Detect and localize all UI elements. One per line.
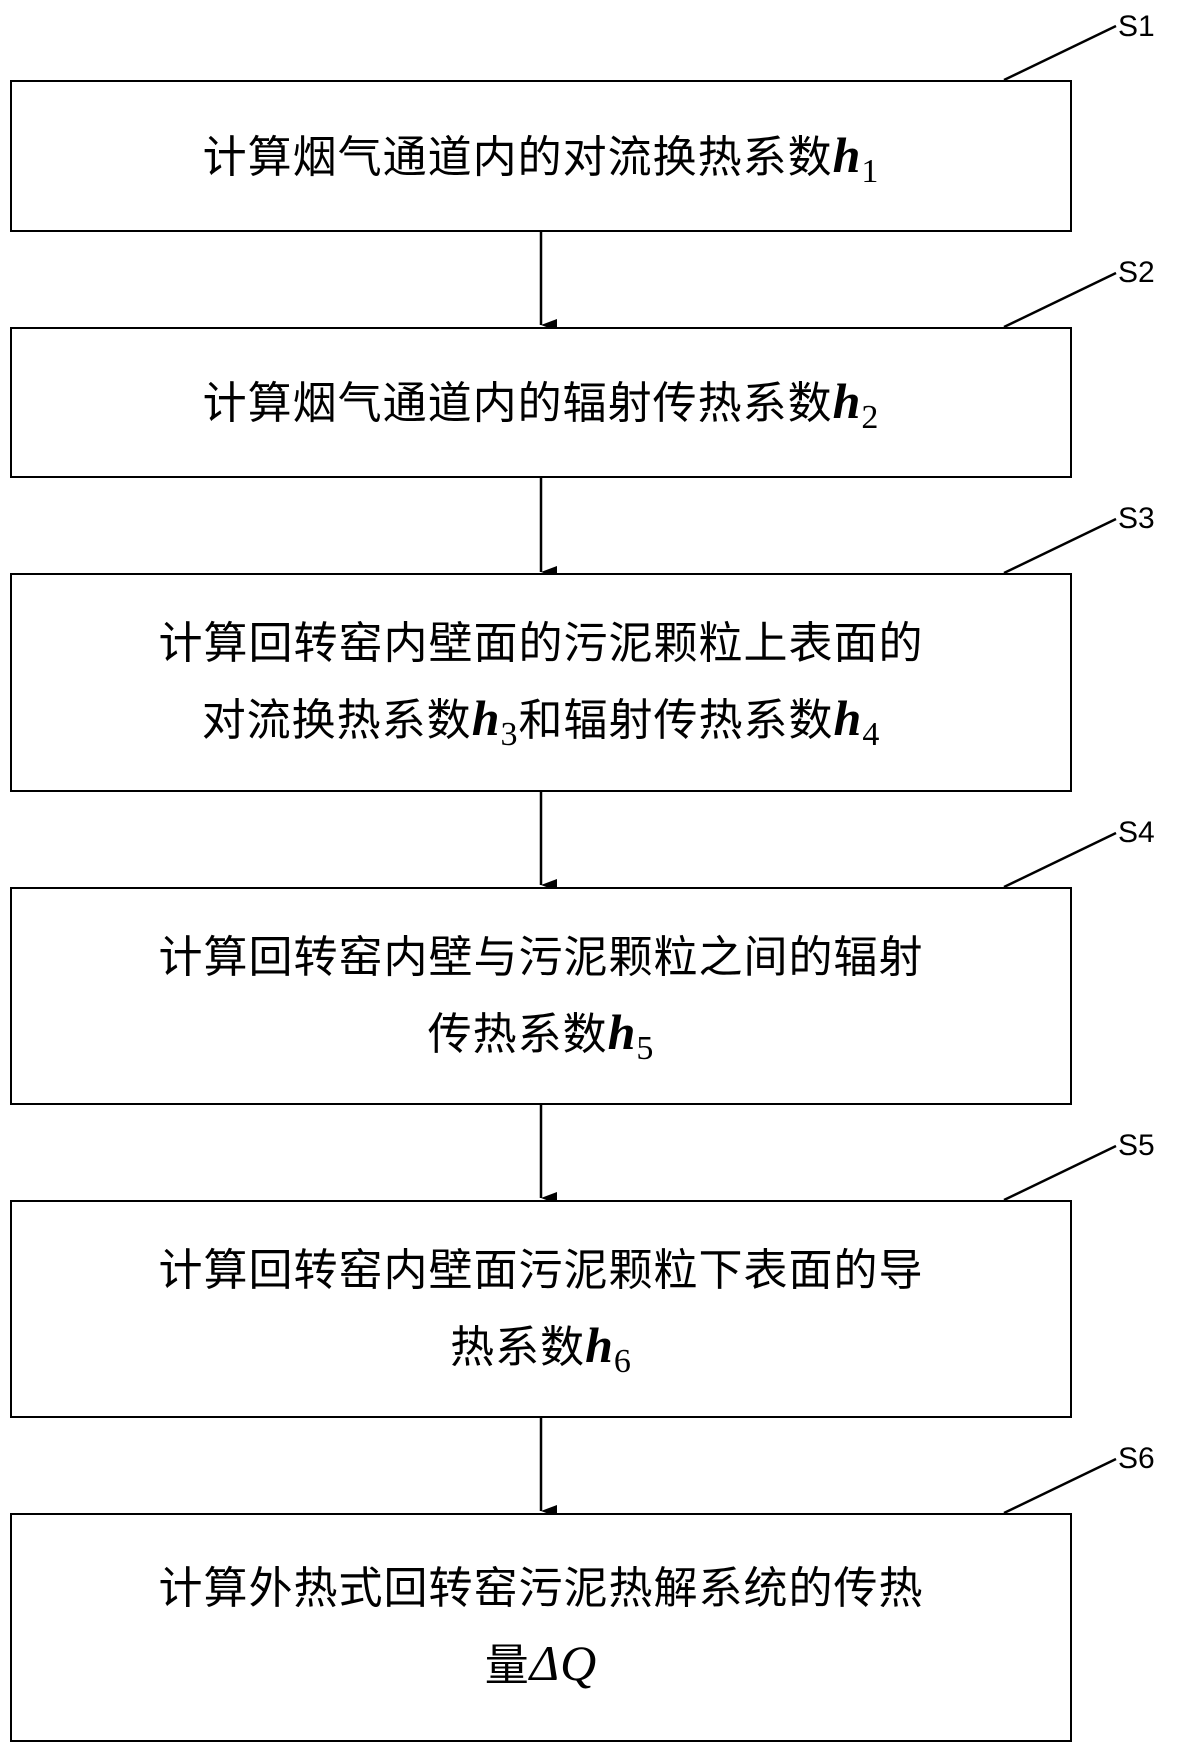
step-s6-line2: 量 xyxy=(484,1640,530,1691)
step-s3-line2: 对流换热系数 xyxy=(201,695,472,746)
step-box-s1: 计算烟气通道内的对流换热系数h1 xyxy=(10,80,1072,232)
step-s2-subscript: 2 xyxy=(861,399,880,436)
step-text-s4: 计算回转窑内壁与污泥颗粒之间的辐射 传热系数h5 xyxy=(41,921,1041,1072)
leader-line-s4 xyxy=(1003,831,1117,889)
step-s4-subscript: 5 xyxy=(636,1029,655,1067)
step-box-s6: 计算外热式回转窑污泥热解系统的传热 量ΔQ xyxy=(10,1513,1072,1742)
step-s2-variable: h xyxy=(832,373,862,429)
step-box-s2: 计算烟气通道内的辐射传热系数h2 xyxy=(10,327,1072,478)
step-box-s3: 计算回转窑内壁面的污泥颗粒上表面的 对流换热系数h3和辐射传热系数h4 xyxy=(10,573,1072,792)
step-s3-subscript-2: 4 xyxy=(862,716,881,753)
step-text-s3: 计算回转窑内壁面的污泥颗粒上表面的 对流换热系数h3和辐射传热系数h4 xyxy=(41,607,1041,758)
step-s1-variable: h xyxy=(832,126,862,183)
step-s3-variable-2: h xyxy=(833,690,863,746)
leader-line-s2 xyxy=(1003,271,1117,329)
step-label-s3: S3 xyxy=(1118,502,1155,535)
step-box-s4: 计算回转窑内壁与污泥颗粒之间的辐射 传热系数h5 xyxy=(10,887,1072,1105)
step-label-s4: S4 xyxy=(1118,816,1155,849)
step-s3-line1: 计算回转窑内壁面的污泥颗粒上表面的 xyxy=(158,618,924,669)
step-label-s6: S6 xyxy=(1118,1442,1155,1475)
step-s3-variable: h xyxy=(471,690,501,746)
step-s5-line1: 计算回转窑内壁面污泥颗粒下表面的导 xyxy=(158,1244,924,1296)
step-s6-line1: 计算外热式回转窑污泥热解系统的传热 xyxy=(158,1563,924,1614)
leader-line-s6 xyxy=(1003,1457,1117,1515)
step-text-s2: 计算烟气通道内的辐射传热系数h2 xyxy=(41,364,1041,441)
step-s3-suffix: 和辐射传热系数 xyxy=(518,695,834,746)
leader-line-s3 xyxy=(1003,517,1117,575)
step-s3-subscript: 3 xyxy=(500,716,519,753)
step-s1-text: 计算烟气通道内的对流换热系数 xyxy=(202,131,833,183)
leader-line-s1 xyxy=(1003,24,1117,82)
step-s1-subscript: 1 xyxy=(861,152,880,190)
step-label-s2: S2 xyxy=(1118,256,1155,289)
step-s5-line2: 热系数 xyxy=(450,1321,586,1373)
step-text-s6: 计算外热式回转窑污泥热解系统的传热 量ΔQ xyxy=(41,1552,1041,1703)
step-s4-line2: 传热系数 xyxy=(427,1008,608,1060)
step-text-s5: 计算回转窑内壁面污泥颗粒下表面的导 热系数h6 xyxy=(41,1234,1041,1385)
step-s4-line1: 计算回转窑内壁与污泥颗粒之间的辐射 xyxy=(158,931,924,983)
leader-line-s5 xyxy=(1003,1144,1117,1202)
step-s2-text: 计算烟气通道内的辐射传热系数 xyxy=(202,378,833,429)
step-label-s1: S1 xyxy=(1118,10,1155,43)
step-s6-variable: ΔQ xyxy=(529,1635,598,1691)
step-label-s5: S5 xyxy=(1118,1129,1155,1162)
step-s5-variable: h xyxy=(585,1316,614,1373)
step-text-s1: 计算烟气通道内的对流换热系数h1 xyxy=(41,118,1041,195)
step-s4-variable: h xyxy=(607,1003,637,1060)
step-s5-subscript: 6 xyxy=(613,1342,632,1380)
step-box-s5: 计算回转窑内壁面污泥颗粒下表面的导 热系数h6 xyxy=(10,1200,1072,1418)
